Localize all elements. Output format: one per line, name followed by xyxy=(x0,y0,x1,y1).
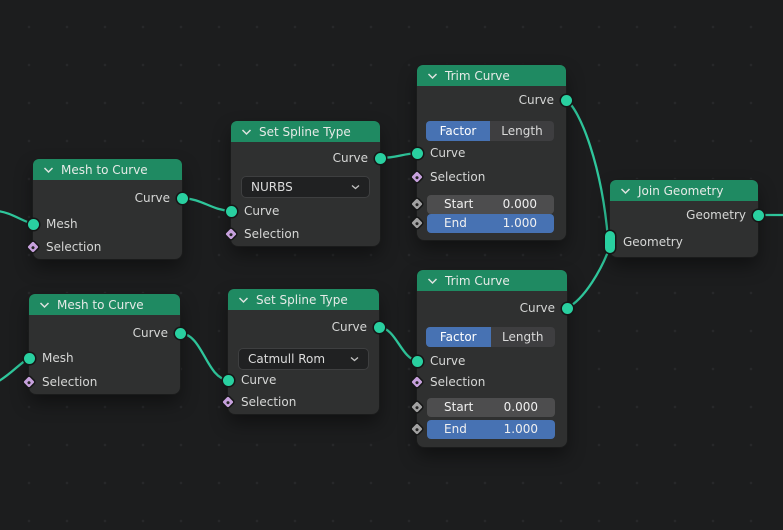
node-trim-curve-1[interactable]: Trim Curve Curve Factor Length Curve Sel… xyxy=(411,65,572,240)
mode-tabs: Factor Length xyxy=(426,121,554,141)
start-label: Start xyxy=(444,197,474,211)
curve-output-socket[interactable] xyxy=(561,302,573,314)
collapse-chevron-icon[interactable] xyxy=(427,277,438,285)
spline-type-dropdown[interactable]: Catmull Rom xyxy=(238,348,369,370)
collapse-chevron-icon[interactable] xyxy=(241,128,252,136)
chevron-down-icon xyxy=(350,356,359,362)
node-header: Mesh to Curve xyxy=(33,159,182,180)
curve-input-socket[interactable] xyxy=(411,355,423,367)
curve-input-socket[interactable] xyxy=(411,147,423,159)
output-row-curve: Curve xyxy=(519,301,555,315)
end-value: 1.000 xyxy=(503,422,538,436)
geometry-multi-input-socket[interactable] xyxy=(605,231,615,253)
mode-tabs: Factor Length xyxy=(426,327,555,347)
output-row-curve: Curve xyxy=(134,191,170,205)
curve-output-socket[interactable] xyxy=(560,94,572,106)
wire-trimcurve1-to-join[interactable] xyxy=(564,98,610,241)
output-row-curve: Curve xyxy=(331,320,367,334)
node-join-geometry[interactable]: Join Geometry Geometry Geometry xyxy=(605,180,764,257)
factor-tab[interactable]: Factor xyxy=(426,121,490,141)
collapse-chevron-icon[interactable] xyxy=(620,187,631,195)
collapse-chevron-icon[interactable] xyxy=(39,301,50,309)
end-label: End xyxy=(444,422,467,436)
node-header: Trim Curve xyxy=(417,65,566,86)
input-row-curve: Curve xyxy=(430,146,466,160)
end-slider[interactable]: End 1.000 xyxy=(427,419,555,439)
output-row-curve: Curve xyxy=(132,326,168,340)
start-value: 0.000 xyxy=(502,197,537,211)
wire-splinetype2-to-trimcurve2[interactable] xyxy=(377,325,419,363)
input-row-curve: Curve xyxy=(241,373,277,387)
input-row-selection: Selection xyxy=(244,227,300,241)
curve-output-socket[interactable] xyxy=(373,321,385,333)
end-input-socket[interactable] xyxy=(411,217,423,229)
input-row-geometry: Geometry xyxy=(623,235,683,249)
input-row-selection: Selection xyxy=(430,170,486,184)
end-value: 1.000 xyxy=(502,216,537,230)
input-row-curve: Curve xyxy=(430,354,466,368)
collapse-chevron-icon[interactable] xyxy=(238,296,249,304)
output-row-curve: Curve xyxy=(518,93,554,107)
collapse-chevron-icon[interactable] xyxy=(43,166,54,174)
factor-tab[interactable]: Factor xyxy=(426,327,491,347)
node-title: Mesh to Curve xyxy=(61,162,148,177)
end-slider[interactable]: End 1.000 xyxy=(427,213,554,233)
node-set-spline-type-2[interactable]: Set Spline Type Curve Catmull Rom Curve … xyxy=(222,289,385,414)
curve-output-socket[interactable] xyxy=(374,152,386,164)
collapse-chevron-icon[interactable] xyxy=(427,72,438,80)
node-title: Trim Curve xyxy=(445,68,510,83)
start-input-socket[interactable] xyxy=(411,401,423,413)
end-label: End xyxy=(444,216,467,230)
wire-trimcurve2-to-join[interactable] xyxy=(565,247,611,310)
start-slider[interactable]: Start 0.000 xyxy=(427,397,555,417)
start-input-socket[interactable] xyxy=(411,198,423,210)
node-title: Join Geometry xyxy=(638,183,724,198)
node-header: Mesh to Curve xyxy=(29,294,180,315)
input-row-mesh: Mesh xyxy=(46,217,78,231)
node-header: Join Geometry xyxy=(610,180,758,201)
wire-meshtocurve2-to-splinetype2[interactable] xyxy=(178,331,230,382)
node-header: Trim Curve xyxy=(417,270,567,291)
spline-type-value: NURBS xyxy=(251,180,293,194)
input-row-selection: Selection xyxy=(46,240,102,254)
input-row-curve: Curve xyxy=(244,204,280,218)
start-slider[interactable]: Start 0.000 xyxy=(427,194,554,214)
node-title: Trim Curve xyxy=(445,273,510,288)
curve-output-socket[interactable] xyxy=(174,327,186,339)
length-tab[interactable]: Length xyxy=(502,330,544,344)
output-row-curve: Curve xyxy=(332,151,368,165)
length-tab[interactable]: Length xyxy=(501,124,543,138)
chevron-down-icon xyxy=(351,184,360,190)
node-mesh-to-curve-2[interactable]: Mesh to Curve Curve Mesh Selection xyxy=(23,294,186,394)
spline-type-value: Catmull Rom xyxy=(248,352,326,366)
curve-output-socket[interactable] xyxy=(176,192,188,204)
input-row-mesh: Mesh xyxy=(42,351,74,365)
output-row-geometry: Geometry xyxy=(686,208,746,222)
curve-input-socket[interactable] xyxy=(225,205,237,217)
spline-type-dropdown[interactable]: NURBS xyxy=(241,176,370,198)
node-header: Set Spline Type xyxy=(228,289,379,310)
curve-input-socket[interactable] xyxy=(222,374,234,386)
node-set-spline-type-1[interactable]: Set Spline Type Curve NURBS Curve Select… xyxy=(225,121,386,246)
node-header: Set Spline Type xyxy=(231,121,380,142)
mesh-input-socket[interactable] xyxy=(27,218,39,230)
node-trim-curve-2[interactable]: Trim Curve Curve Factor Length Curve Sel… xyxy=(411,270,573,447)
node-title: Set Spline Type xyxy=(259,124,351,139)
input-row-selection: Selection xyxy=(42,375,98,389)
start-value: 0.000 xyxy=(503,400,538,414)
start-label: Start xyxy=(444,400,474,414)
node-mesh-to-curve-1[interactable]: Mesh to Curve Curve Mesh Selection xyxy=(27,159,188,259)
mesh-input-socket[interactable] xyxy=(23,352,35,364)
node-title: Set Spline Type xyxy=(256,292,348,307)
input-row-selection: Selection xyxy=(430,375,486,389)
input-row-selection: Selection xyxy=(241,395,297,409)
end-input-socket[interactable] xyxy=(411,423,423,435)
node-title: Mesh to Curve xyxy=(57,297,144,312)
geometry-output-socket[interactable] xyxy=(752,209,764,221)
wire-meshtocurve1-to-splinetype1[interactable] xyxy=(180,196,233,213)
